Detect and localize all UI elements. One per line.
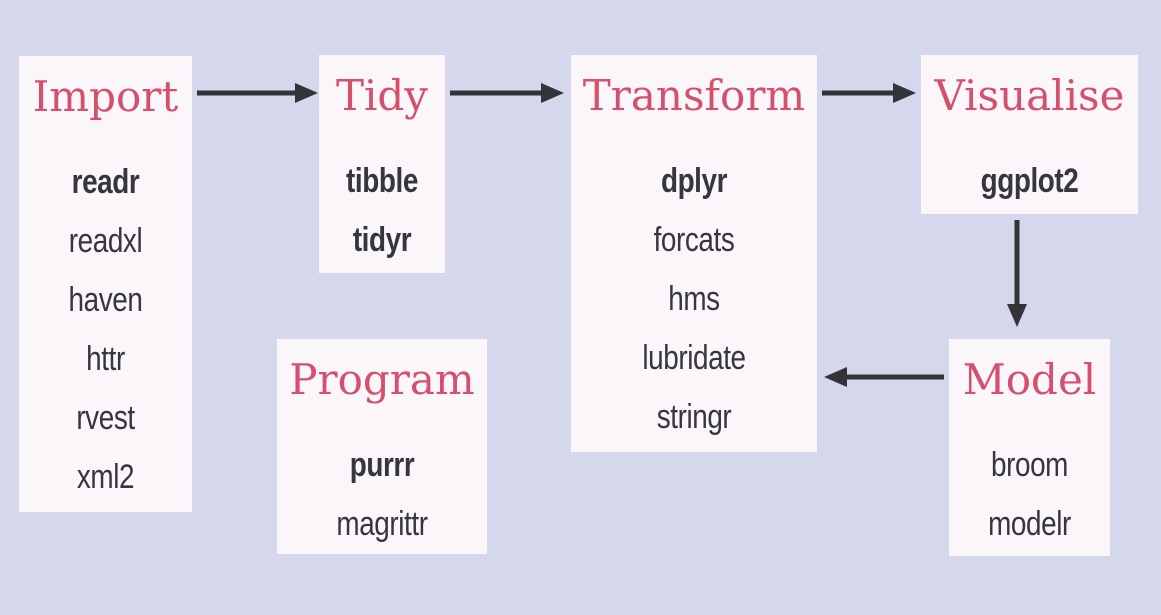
package-lubridate: lubridate bbox=[642, 339, 746, 377]
package-ggplot2: ggplot2 bbox=[980, 162, 1079, 200]
box-model-title: Model bbox=[962, 355, 1097, 404]
package-modelr: modelr bbox=[988, 505, 1071, 543]
package-xml2: xml2 bbox=[76, 458, 135, 496]
box-transform: Transform dplyr forcats hms lubridate st… bbox=[571, 55, 817, 452]
box-program: Program purrr magrittr bbox=[277, 339, 487, 554]
package-readr: readr bbox=[71, 163, 140, 201]
package-dplyr: dplyr bbox=[660, 162, 728, 200]
box-tidy: Tidy tibble tidyr bbox=[319, 55, 445, 273]
box-program-title: Program bbox=[289, 355, 475, 404]
package-httr: httr bbox=[86, 340, 125, 378]
package-hms: hms bbox=[668, 280, 720, 318]
arrow-transform-to-visualise bbox=[822, 83, 916, 103]
package-broom: broom bbox=[991, 446, 1068, 484]
box-import-packages: readr readxl haven httr rvest xml2 bbox=[19, 153, 192, 507]
box-model: Model broom modelr bbox=[949, 339, 1110, 556]
package-haven: haven bbox=[68, 281, 143, 319]
box-transform-title: Transform bbox=[582, 71, 806, 120]
package-purrr: purrr bbox=[349, 446, 415, 484]
arrow-tidy-to-transform bbox=[450, 83, 564, 103]
box-program-packages: purrr magrittr bbox=[277, 436, 487, 554]
box-import-title: Import bbox=[32, 72, 179, 121]
arrow-import-to-tidy bbox=[197, 83, 318, 103]
package-rvest: rvest bbox=[76, 399, 135, 437]
box-tidy-title: Tidy bbox=[335, 71, 429, 120]
package-tibble: tibble bbox=[346, 162, 418, 200]
package-tidyr: tidyr bbox=[352, 221, 412, 259]
arrow-visualise-to-model bbox=[1007, 220, 1027, 327]
box-visualise-packages: ggplot2 bbox=[921, 152, 1138, 211]
package-magrittr: magrittr bbox=[336, 505, 428, 543]
box-model-packages: broom modelr bbox=[949, 436, 1110, 554]
box-visualise-title: Visualise bbox=[934, 71, 1125, 120]
box-tidy-packages: tibble tidyr bbox=[319, 152, 445, 270]
box-visualise: Visualise ggplot2 bbox=[921, 55, 1138, 214]
package-stringr: stringr bbox=[656, 398, 732, 436]
box-import: Import readr readxl haven httr rvest xml… bbox=[19, 56, 192, 512]
box-transform-packages: dplyr forcats hms lubridate stringr bbox=[571, 152, 817, 447]
package-readxl: readxl bbox=[68, 222, 143, 260]
arrow-model-to-transform bbox=[824, 367, 944, 387]
package-forcats: forcats bbox=[653, 221, 735, 259]
